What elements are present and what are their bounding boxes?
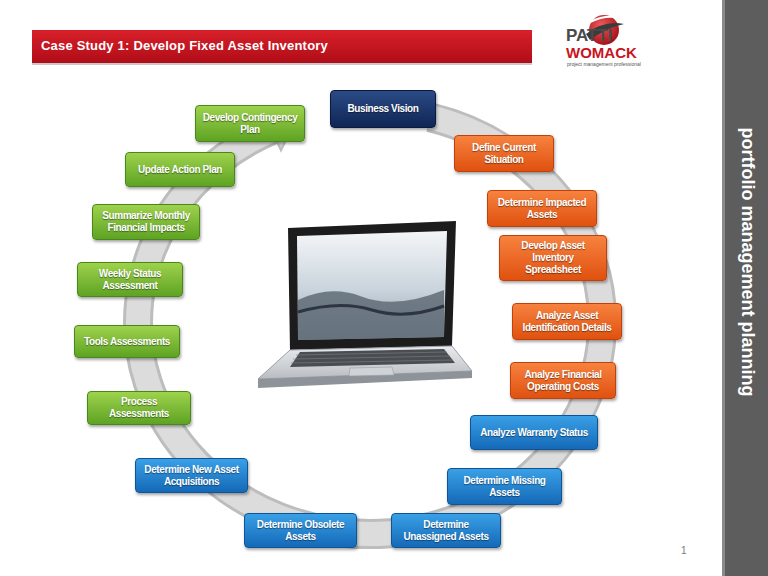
process-box: Determine Unassigned Assets [391,513,501,548]
page-number: 1 [681,545,687,556]
process-box: Business Vision [330,90,436,128]
process-box: Analyze Financial Operating Costs [510,362,616,399]
box-label: Summarize Monthly Financial Impacts [98,210,194,234]
box-label: Update Action Plan [138,164,222,176]
process-box: Analyze Warranty Status [470,415,598,450]
logo-name: WOMACK [566,45,637,62]
box-label: Determine Obsolete Assets [250,519,351,543]
box-label: Process Assessments [93,396,185,420]
process-box: Determine Impacted Assets [487,190,597,227]
box-label: Define Current Situation [460,142,548,166]
title-band [32,30,532,63]
process-box: Develop Contingency Plan [195,105,305,142]
process-box: Process Assessments [87,391,191,425]
side-band-text: portfolio management planning [737,128,757,397]
process-box: Determine New Asset Acquisitions [135,458,248,493]
process-box: Develop Asset Inventory Spreadsheet [499,235,607,281]
process-box: Define Current Situation [454,135,554,172]
box-label: Develop Contingency Plan [201,112,299,136]
box-label: Develop Asset Inventory Spreadsheet [505,240,601,276]
box-label: Determine Unassigned Assets [397,519,495,543]
box-label: Analyze Financial Operating Costs [516,369,610,393]
logo-name: PATTI [566,27,613,46]
box-label: Business Vision [347,103,418,115]
process-box: Summarize Monthly Financial Impacts [92,204,200,240]
box-label: Analyze Asset Identification Details [518,310,616,334]
laptop-illustration [258,221,472,388]
title-shadow [32,63,532,65]
process-box: Analyze Asset Identification Details [512,303,622,340]
side-band-edge [722,0,725,576]
box-label: Tools Assessments [84,336,170,348]
slide-title: Case Study 1: Develop Fixed Asset Invent… [41,38,328,53]
box-label: Determine Impacted Assets [493,197,591,221]
process-box: Tools Assessments [74,325,180,358]
box-label: Determine New Asset Acquisitions [141,464,242,488]
logo-tagline: project management professional [567,62,641,68]
box-label: Weekly Status Assessment [83,268,177,292]
process-box: Update Action Plan [125,152,235,187]
process-box: Weekly Status Assessment [77,262,183,297]
process-box: Determine Obsolete Assets [244,513,357,548]
box-label: Analyze Warranty Status [480,427,588,439]
process-box: Determine Missing Assets [447,468,562,505]
box-label: Determine Missing Assets [453,475,556,499]
side-band [722,0,768,576]
